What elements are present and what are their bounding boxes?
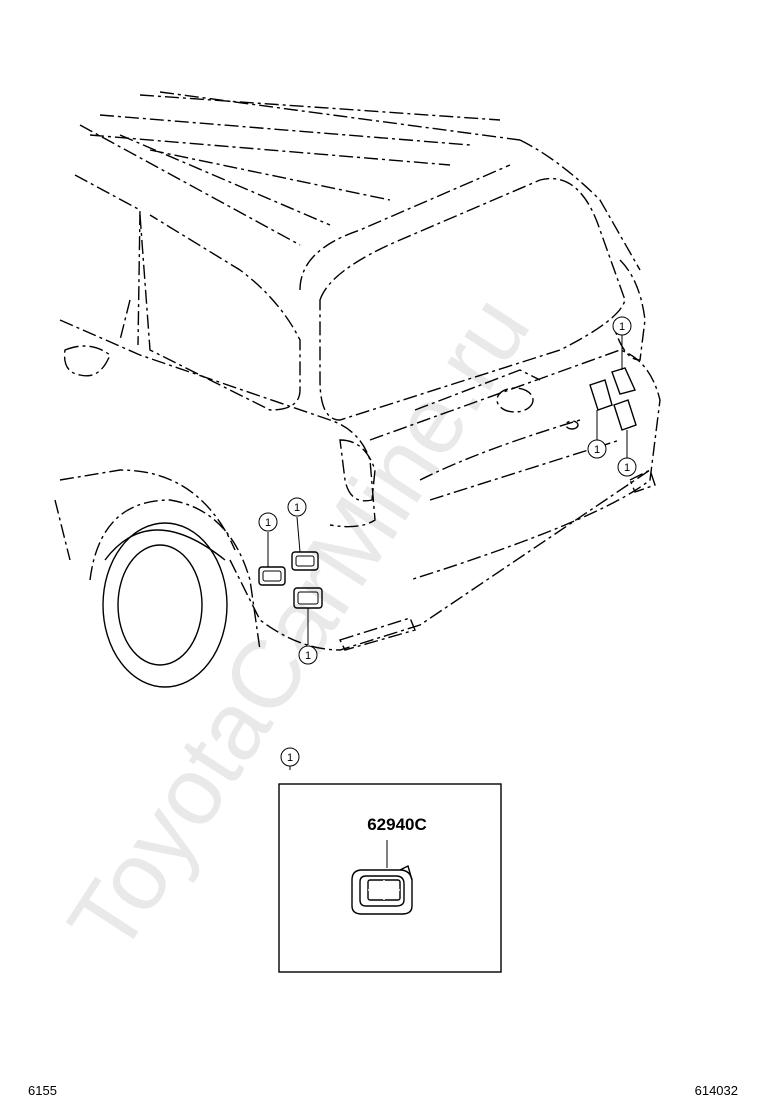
grommet-detail-drawing [351,840,413,915]
vehicle-outline [54,91,661,688]
callout-1-f: 1 [617,457,637,477]
svg-text:1: 1 [624,462,630,474]
callout-leaders [267,335,628,770]
callout-1-legend: 1 [280,747,300,767]
svg-text:1: 1 [287,752,293,764]
grommet-center-upper [291,551,319,571]
part-number: 62940C [367,815,427,834]
callout-1-c: 1 [298,645,318,665]
svg-text:1: 1 [294,502,300,514]
callout-1-a: 1 [258,512,278,532]
part-detail-box: 62940C [278,783,502,973]
grommet-right-upper [611,367,636,395]
svg-text:1: 1 [265,517,271,529]
callout-1-b: 1 [287,497,307,517]
svg-text:1: 1 [305,650,311,662]
grommet-right-lower [613,399,637,431]
callout-1-d: 1 [587,439,607,459]
watermark-text: ToyotaCarMine.ru [48,278,550,972]
svg-text:1: 1 [619,321,625,333]
footer-right-code: 614032 [694,1083,738,1098]
footer-left-code: 6155 [28,1083,57,1098]
grommet-left-lower [258,566,286,586]
grommet-tailgate-left [589,379,613,411]
callout-1-e: 1 [612,316,632,336]
svg-text:1: 1 [594,444,600,456]
